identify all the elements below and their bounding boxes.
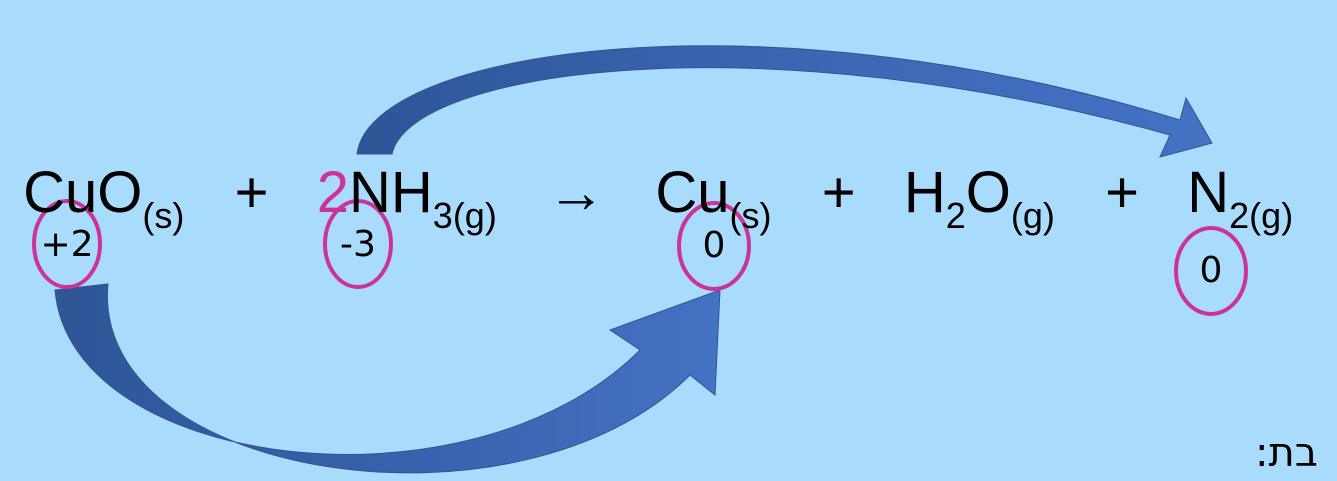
n2-subscript: 2(g) bbox=[1229, 195, 1294, 236]
oxidation-state-cu-reactant: +2 bbox=[40, 224, 94, 265]
nh3-subscript: 3(g) bbox=[432, 195, 497, 236]
oxidation-state-cu-product: 0 bbox=[702, 225, 726, 266]
oxidation-circle-cu-reactant bbox=[32, 199, 102, 289]
nh3-formula: NH bbox=[349, 160, 433, 225]
h2o-subscript: 2 bbox=[945, 195, 966, 236]
cuo-state: (s) bbox=[142, 195, 185, 236]
oxidation-state-n-product: 0 bbox=[1199, 250, 1223, 291]
oxidation-circle-n-reactant bbox=[323, 199, 393, 289]
h2o-h: H bbox=[903, 160, 946, 225]
reaction-arrow: → bbox=[547, 160, 606, 225]
electron-transfer-arrow-bottom bbox=[54, 283, 721, 474]
footer-text: בת: bbox=[1255, 430, 1318, 476]
cu-formula: Cu bbox=[655, 160, 730, 225]
cuo-formula: CuO bbox=[23, 160, 143, 225]
oxidation-circle-n-product bbox=[1174, 226, 1248, 316]
plus-sign-1: + bbox=[234, 160, 269, 225]
chemical-equation: CuO(s) + 2NH3(g) → Cu(s) + H2O(g) + N2(g… bbox=[0, 148, 1293, 238]
h2o-state: (g) bbox=[1010, 195, 1055, 236]
oxidation-state-n-reactant: -3 bbox=[340, 224, 376, 265]
plus-sign-3: + bbox=[1105, 160, 1140, 225]
plus-sign-2: + bbox=[821, 160, 856, 225]
electron-transfer-arrow-top bbox=[356, 45, 1213, 158]
cu-state: (s) bbox=[729, 195, 772, 236]
oxidation-circle-cu-product bbox=[677, 201, 751, 291]
n2-formula: N bbox=[1187, 160, 1230, 225]
nh3-coefficient: 2 bbox=[316, 160, 350, 225]
h2o-o: O bbox=[965, 160, 1011, 225]
